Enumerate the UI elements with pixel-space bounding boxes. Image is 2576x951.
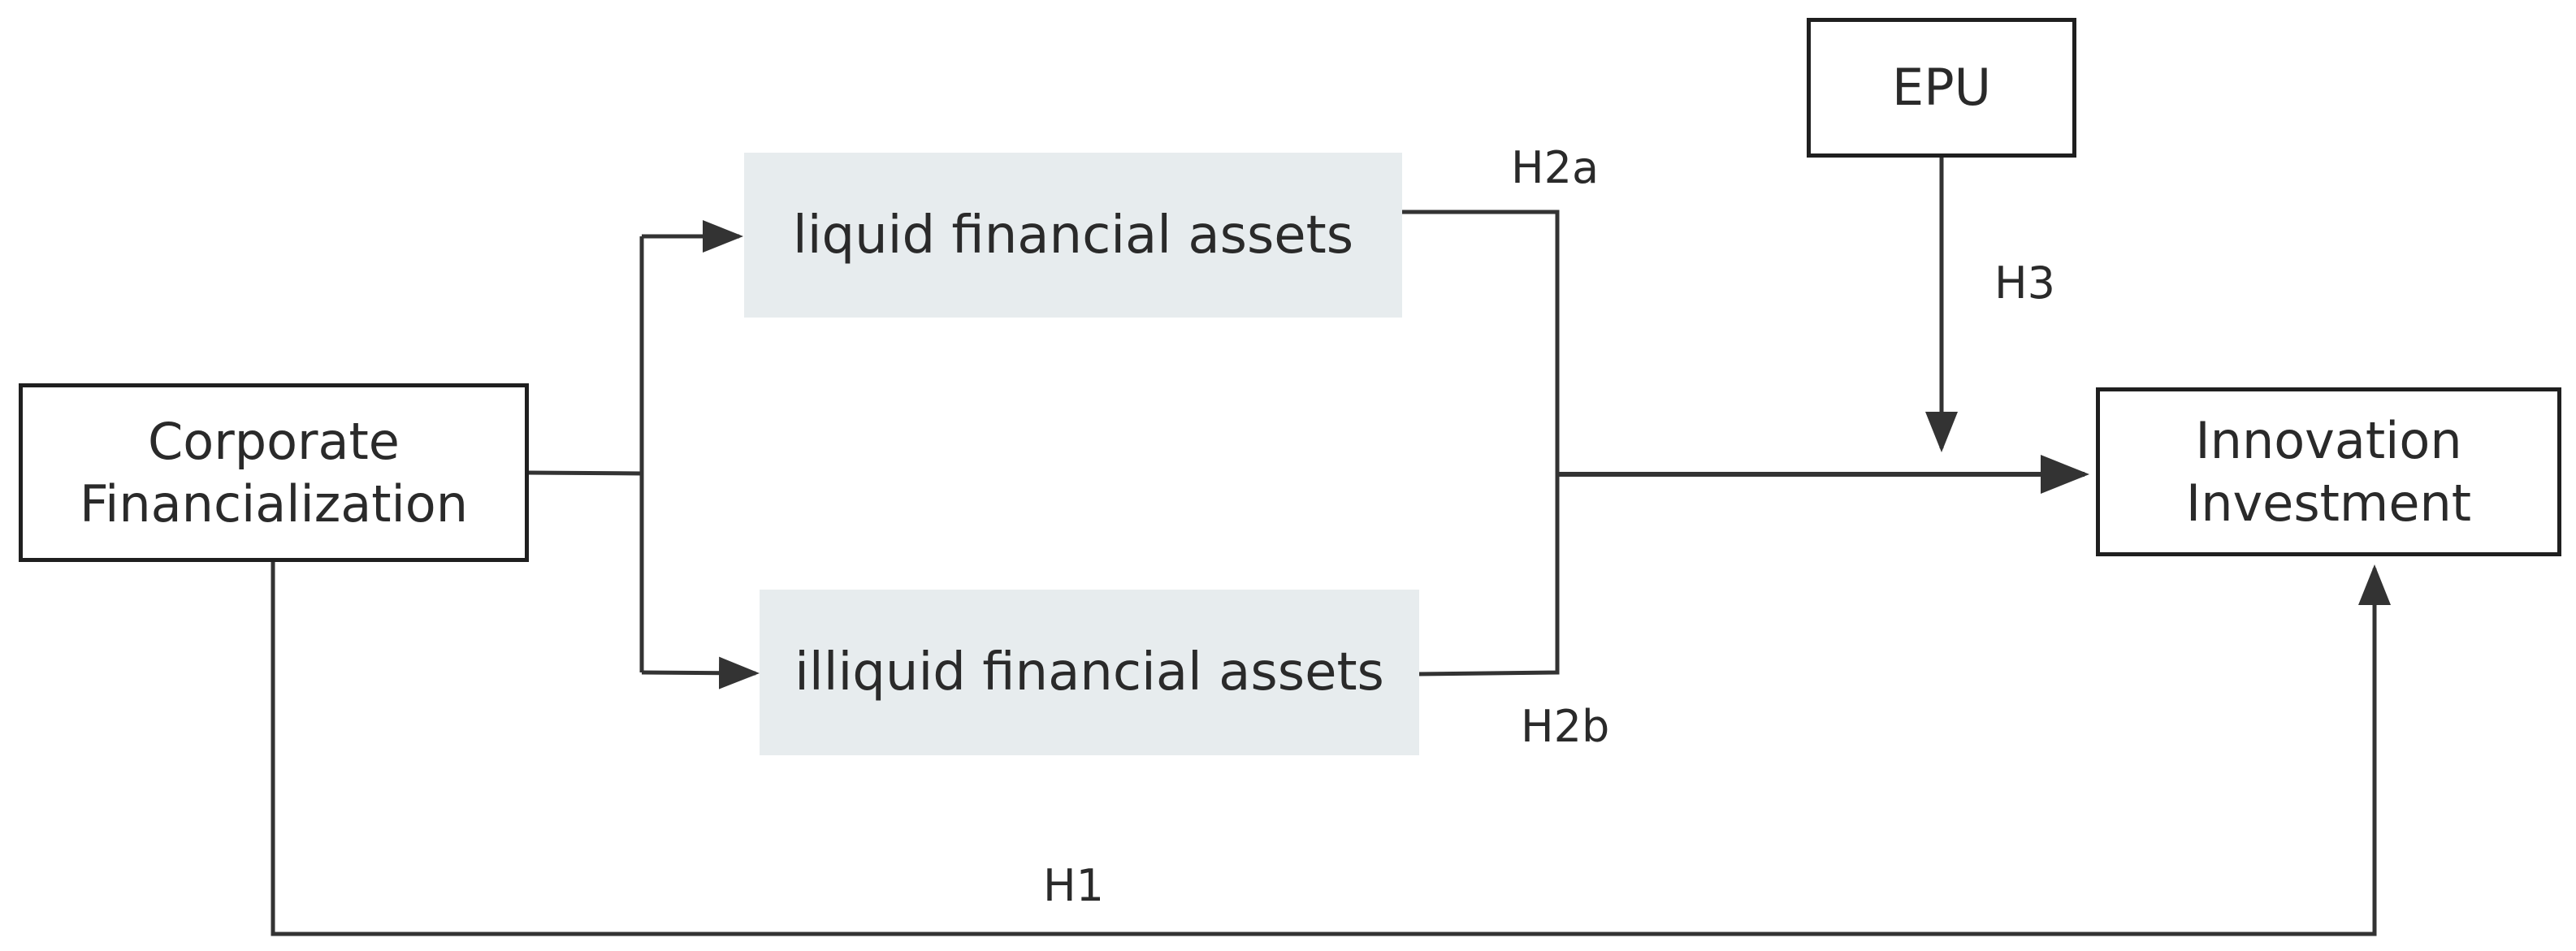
h2a-label: H2a: [1511, 142, 1600, 193]
illiquid-financial-assets-box: illiquid financial assets: [760, 590, 1419, 755]
epu-box: EPU: [1807, 18, 2076, 158]
corporate-financialization-line2: Financialization: [79, 474, 469, 534]
h3-label: H3: [1994, 257, 2055, 309]
h2b-label: H2b: [1521, 701, 1610, 752]
connector-illiquid-to-merge: [1417, 474, 1560, 677]
innovation-investment-line2: Investment: [2185, 473, 2472, 533]
liquid-financial-assets-box: liquid financial assets: [744, 153, 1402, 318]
arrow-to-illiquid-assets: [641, 656, 760, 689]
liquid-financial-assets-label: liquid financial assets: [792, 205, 1354, 266]
innovation-investment-box: Innovation Investment: [2096, 387, 2561, 556]
h1-label: H1: [1043, 860, 1104, 911]
corporate-financialization-line1: Corporate: [148, 411, 400, 471]
corporate-financialization-box: Corporate Financialization: [19, 383, 529, 562]
innovation-investment-line1: Innovation: [2195, 410, 2462, 470]
connector-liquid-to-merge: [1401, 210, 1560, 474]
arrow-h1-direct-path: [271, 562, 2391, 936]
illiquid-financial-assets-label: illiquid financial assets: [794, 642, 1384, 702]
epu-label: EPU: [1892, 58, 1991, 118]
